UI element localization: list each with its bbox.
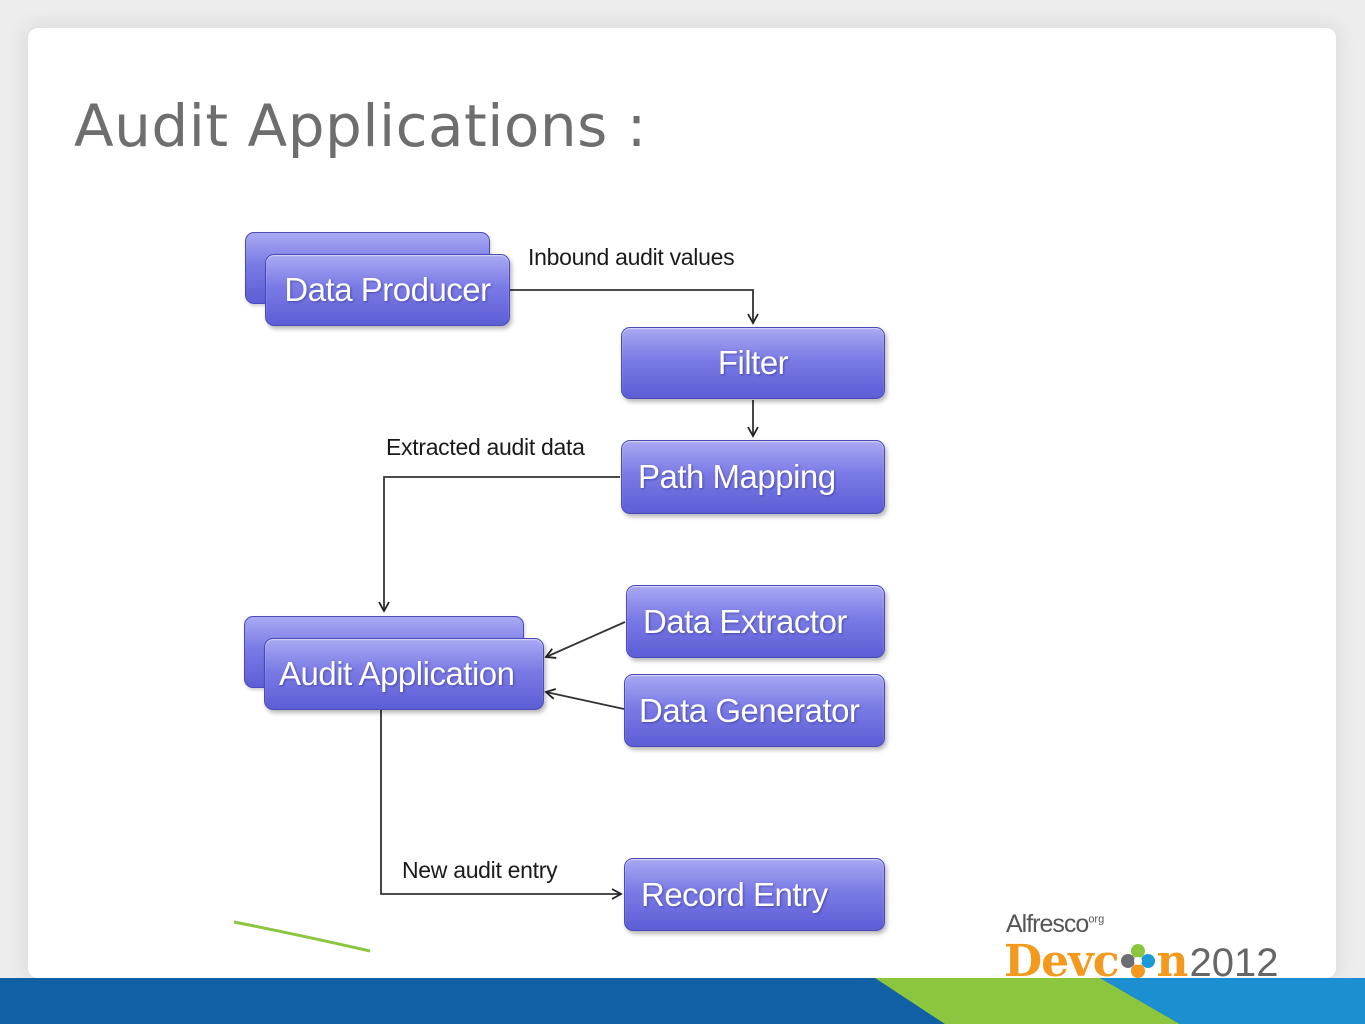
data-extractor-node: Data Extractor bbox=[626, 585, 885, 658]
edge-label-inbound: Inbound audit values bbox=[528, 244, 735, 270]
filter-node: Filter bbox=[621, 327, 885, 399]
data-producer-node: Data Producer bbox=[265, 254, 510, 326]
edge-label-extracted: Extracted audit data bbox=[386, 434, 585, 460]
edge-generator-to-audit-application bbox=[544, 688, 625, 710]
record-entry-node: Record Entry bbox=[624, 858, 885, 931]
footer-band bbox=[0, 978, 1365, 1024]
edge-extractor-to-audit-application bbox=[544, 621, 626, 659]
alfresco-logo-text: Alfrescoorg bbox=[1006, 910, 1105, 938]
slide-title: Audit Applications : bbox=[74, 92, 647, 160]
edge-path-mapping-to-audit-application bbox=[378, 476, 620, 613]
edge-label-new-entry: New audit entry bbox=[402, 857, 558, 883]
edge-audit-application-to-record-entry bbox=[380, 710, 623, 900]
flower-icon bbox=[1120, 944, 1155, 978]
audit-application-node: Audit Application bbox=[264, 638, 544, 710]
edge-producer-to-filter bbox=[510, 289, 759, 325]
data-generator-node: Data Generator bbox=[624, 674, 885, 747]
path-mapping-node: Path Mapping bbox=[621, 440, 885, 514]
green-swoosh bbox=[233, 920, 371, 953]
